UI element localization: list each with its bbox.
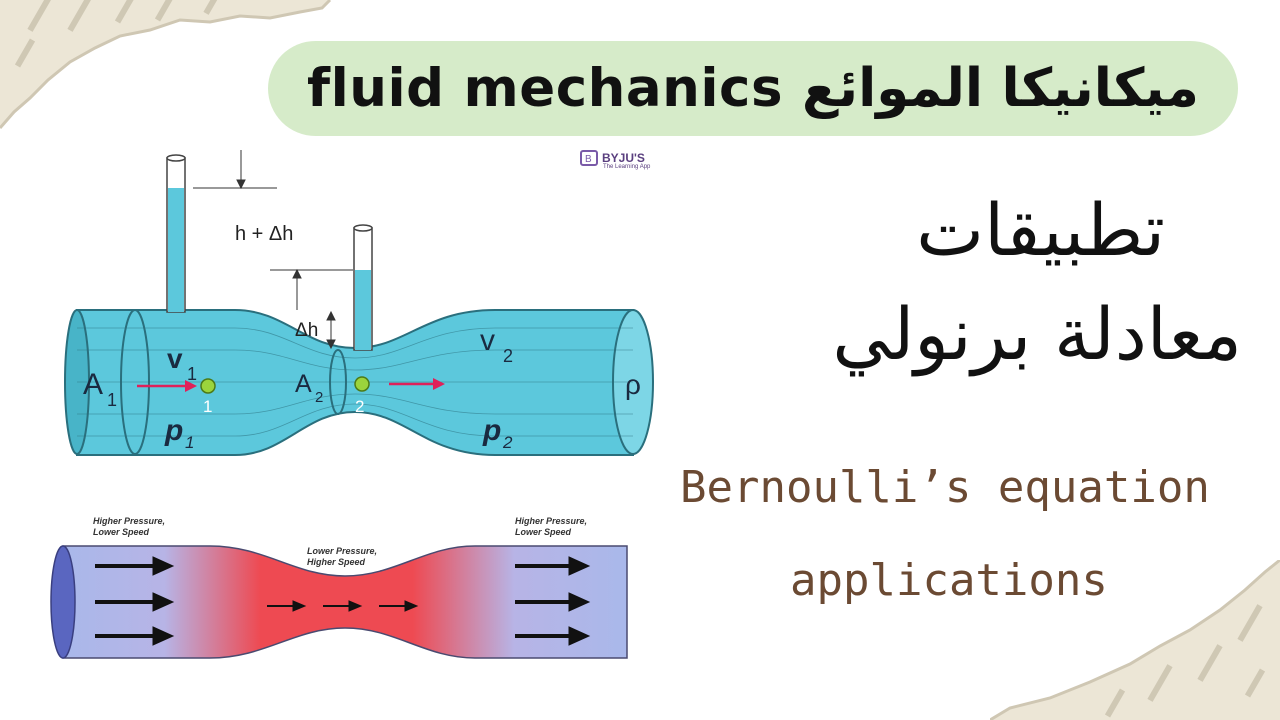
flow-arrows-left xyxy=(95,556,175,646)
right-pressure-label-1: Higher Pressure, xyxy=(515,516,587,526)
pressure-2-label: p xyxy=(482,414,501,447)
brand-tagline: The Learning App xyxy=(603,164,651,170)
tube-top-left xyxy=(166,154,186,162)
dimension-lines xyxy=(193,150,353,350)
left-pressure-label-1: Higher Pressure, xyxy=(93,516,165,526)
left-pressure-label-2: Lower Speed xyxy=(93,527,150,537)
fluid-particle-1 xyxy=(200,378,216,394)
center-pressure-label-2: Higher Speed xyxy=(307,557,366,567)
torn-paper-bottom-right xyxy=(990,560,1280,720)
pressure-pipe-left-end xyxy=(50,545,76,659)
brand-mark-icon: B xyxy=(580,150,598,166)
pressure-speed-diagram: Higher Pressure, Lower Speed Lower Press… xyxy=(50,516,628,659)
manometer-water-left xyxy=(168,188,184,312)
flow-arrow-1 xyxy=(137,380,197,392)
area-1-subscript: 1 xyxy=(107,390,117,410)
center-pressure-label-1: Lower Pressure, xyxy=(307,546,377,556)
title-banner: fluid mechanics ميكانيكا الموائع xyxy=(268,41,1238,136)
delta-h-label: Δh xyxy=(295,320,318,341)
density-label: ρ xyxy=(625,369,641,400)
area-1-label: A xyxy=(83,368,103,401)
pressure-pipe xyxy=(62,545,628,659)
tube-top-right xyxy=(353,224,373,232)
right-pressure-label-2: Lower Speed xyxy=(515,527,572,537)
flow-arrows-right xyxy=(515,556,591,646)
velocity-2-subscript: 2 xyxy=(503,346,513,366)
velocity-1-label: v xyxy=(167,343,183,374)
brand-name: BYJU'S xyxy=(602,151,645,165)
velocity-1-subscript: 1 xyxy=(187,364,197,384)
english-subtitle-line-2: applications xyxy=(790,555,1108,606)
manometer-water-right xyxy=(355,270,371,350)
venturi-diagram: h + Δh Δh A 1 v 1 1 p 1 A 2 2 v 2 p 2 ρ xyxy=(64,150,654,456)
torn-paper-top-left xyxy=(0,0,332,129)
point-2-label: 2 xyxy=(355,397,364,416)
english-subtitle-line-1: Bernoulli’s equation xyxy=(680,462,1210,513)
arabic-subtitle-line-2: معادلة برنولي xyxy=(832,292,1242,376)
height-label: h + Δh xyxy=(235,223,293,245)
flow-arrows-center xyxy=(267,600,419,612)
fluid-particle-2 xyxy=(354,376,370,392)
pressure-1-subscript: 1 xyxy=(185,433,194,452)
point-1-label: 1 xyxy=(203,397,212,416)
svg-text:B: B xyxy=(585,154,592,165)
velocity-2-label: v xyxy=(480,324,495,357)
page-title: fluid mechanics ميكانيكا الموائع xyxy=(307,58,1199,119)
flow-arrow-2 xyxy=(389,378,445,390)
arabic-subtitle-line-1: تطبيقات xyxy=(916,188,1165,272)
area-2-label: A xyxy=(295,370,312,398)
area-2-subscript: 2 xyxy=(315,389,323,406)
pressure-2-subscript: 2 xyxy=(502,433,513,452)
pressure-1-label: p xyxy=(164,414,183,447)
